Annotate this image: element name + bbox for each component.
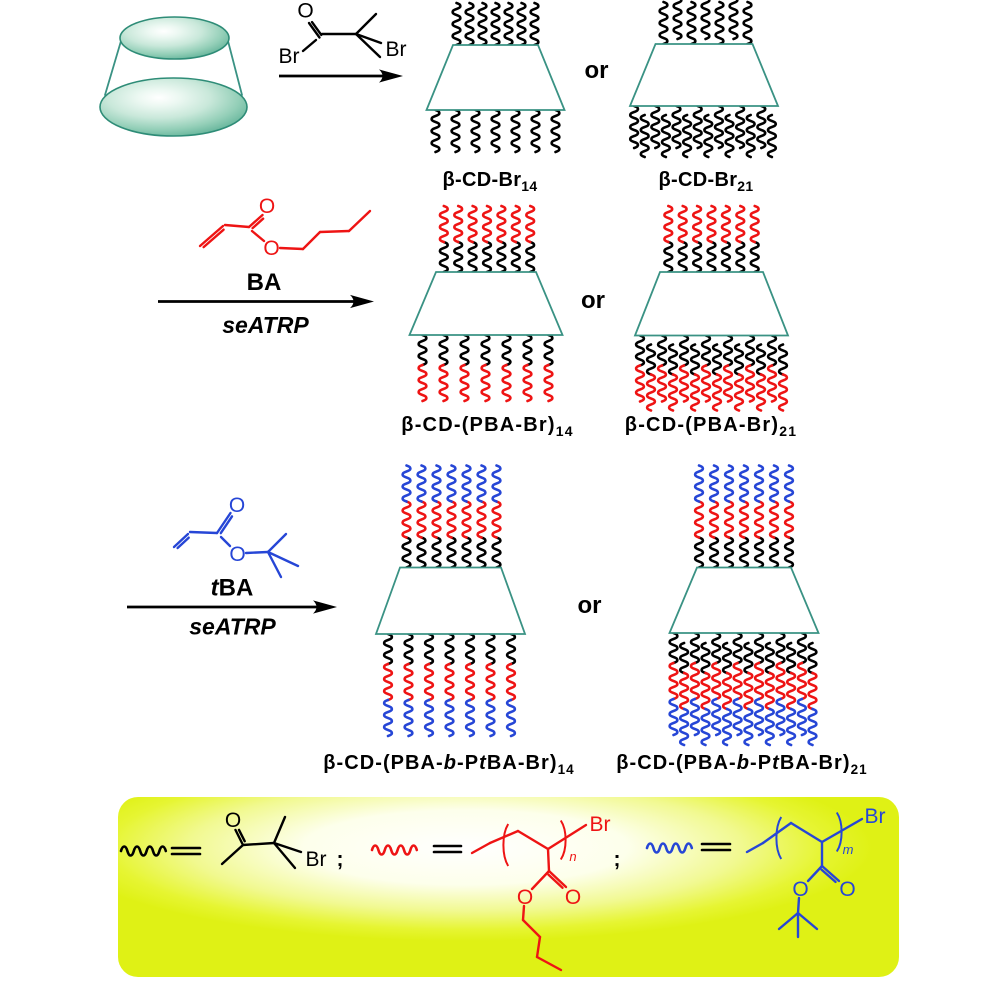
svg-text:seATRP: seATRP — [222, 312, 309, 338]
svg-text:Br: Br — [590, 813, 611, 836]
svg-text:tBA: tBA — [211, 575, 254, 602]
svg-text:O: O — [229, 543, 245, 566]
svg-text:or: or — [581, 287, 605, 314]
svg-text:β-CD-(PBA-Br)14: β-CD-(PBA-Br)14 — [401, 414, 573, 439]
svg-text:β-CD-(PBA-b-PtBA-Br)14: β-CD-(PBA-b-PtBA-Br)14 — [323, 752, 574, 777]
svg-text:O: O — [229, 494, 245, 517]
svg-text:β-CD-(PBA-Br)21: β-CD-(PBA-Br)21 — [625, 414, 797, 439]
svg-text:Br: Br — [386, 38, 407, 61]
svg-text:;: ; — [337, 848, 344, 871]
svg-text:seATRP: seATRP — [189, 614, 276, 640]
svg-text:Br: Br — [279, 45, 300, 68]
svg-text:O: O — [839, 878, 855, 901]
svg-text:O: O — [565, 886, 581, 909]
svg-text:O: O — [517, 886, 533, 909]
svg-text:O: O — [259, 195, 275, 218]
svg-text:Br: Br — [306, 848, 327, 871]
svg-text:O: O — [263, 237, 279, 260]
svg-text:O: O — [297, 0, 313, 23]
svg-text:O: O — [792, 878, 808, 901]
svg-text:Br: Br — [865, 805, 886, 828]
svg-text:n: n — [569, 849, 576, 864]
svg-text:or: or — [585, 57, 609, 84]
svg-text:or: or — [578, 592, 602, 619]
svg-text:m: m — [843, 842, 854, 857]
svg-text:β-CD-(PBA-b-PtBA-Br)21: β-CD-(PBA-b-PtBA-Br)21 — [616, 752, 867, 777]
svg-text:O: O — [225, 809, 241, 832]
svg-text:BA: BA — [247, 269, 282, 296]
svg-text:;: ; — [614, 848, 621, 871]
